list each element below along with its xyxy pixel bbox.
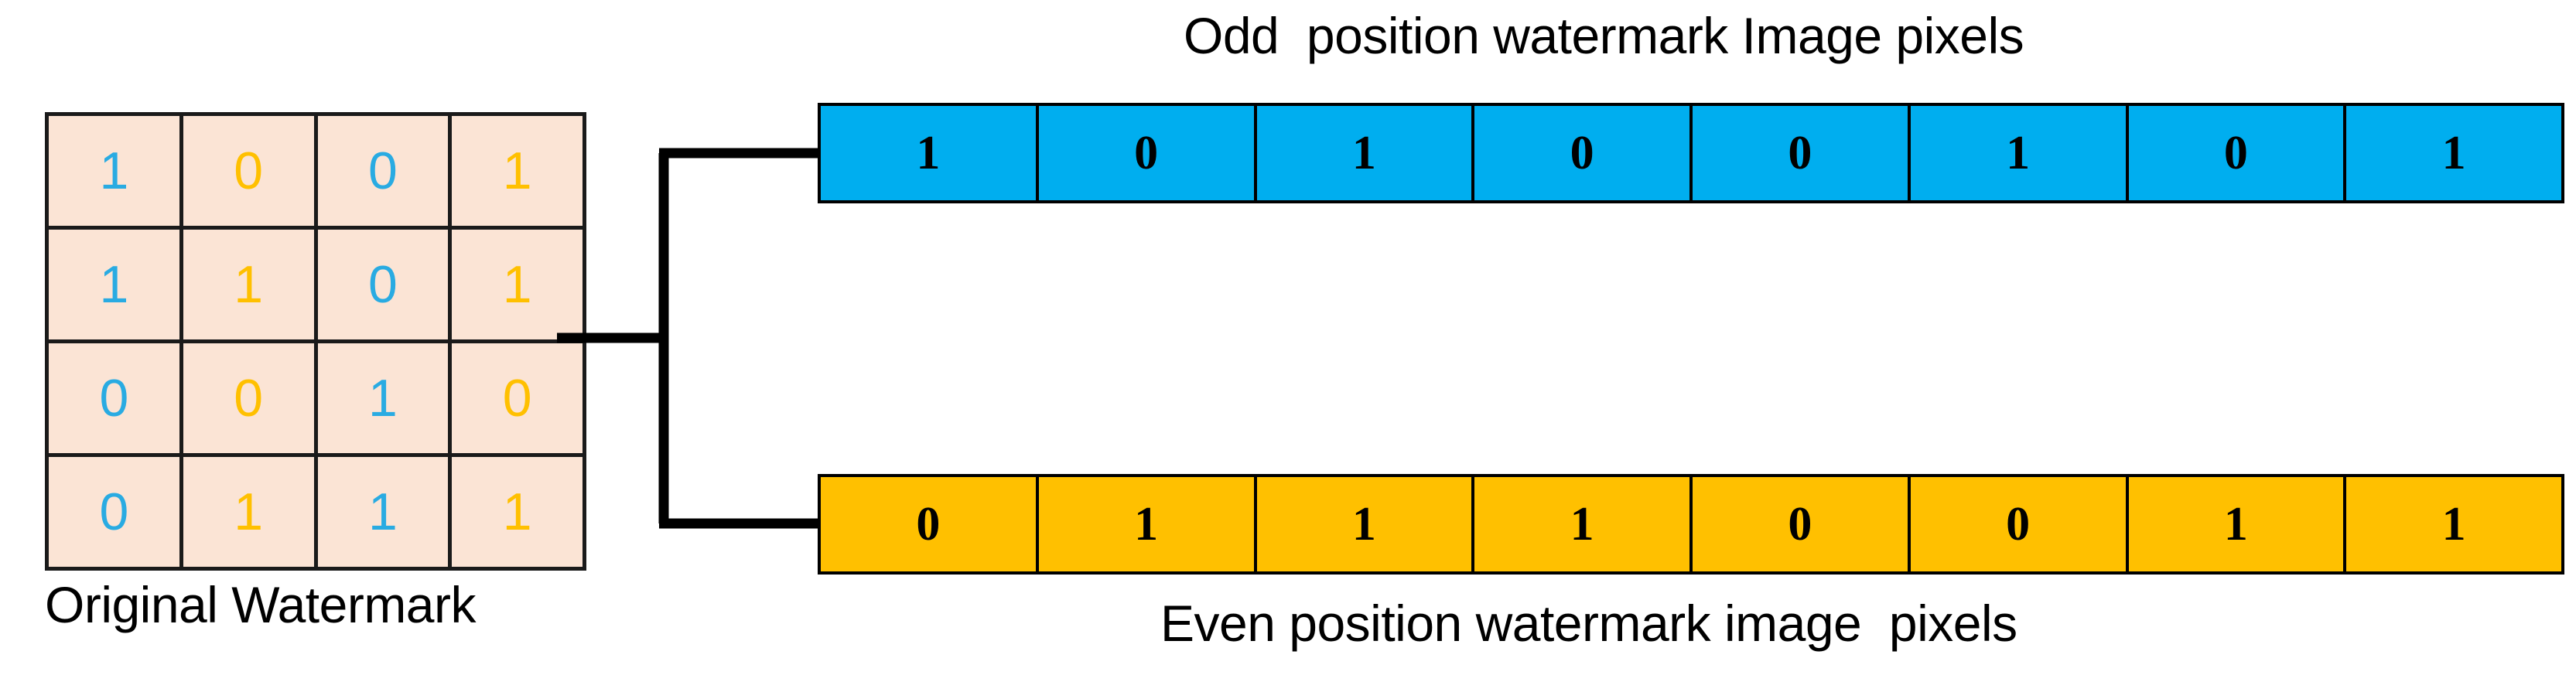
- even-pixel-cell: 1: [1257, 477, 1475, 571]
- matrix-cell: 1: [179, 453, 318, 571]
- even-position-title: Even position watermark image pixels: [1160, 595, 2017, 652]
- matrix-cell: 1: [179, 226, 318, 343]
- table-row: 1 0 0 1: [45, 112, 586, 230]
- table-row: 0 1 1 1: [45, 453, 586, 571]
- even-pixel-cell: 0: [1911, 477, 2129, 571]
- odd-pixel-cell: 1: [1911, 106, 2129, 200]
- matrix-cell: 1: [313, 453, 453, 571]
- even-pixel-cell: 1: [2129, 477, 2347, 571]
- watermark-matrix-body: 1 0 0 1 1 1 0 1 0 0 1 0 0 1 1 1: [45, 112, 586, 571]
- odd-pixel-cell: 1: [821, 106, 1039, 200]
- even-pixel-cell: 1: [1474, 477, 1693, 571]
- matrix-cell: 0: [45, 339, 183, 457]
- matrix-cell: 0: [313, 112, 453, 230]
- matrix-cell: 1: [448, 226, 586, 343]
- table-row: 1 1 0 1: [45, 226, 586, 343]
- even-pixel-cell: 0: [821, 477, 1039, 571]
- matrix-cell: 1: [313, 339, 453, 457]
- matrix-cell: 0: [179, 339, 318, 457]
- even-pixel-cell: 1: [2441, 497, 2466, 551]
- odd-position-pixel-bar: 1 0 1 0 0 1 0 1: [818, 103, 2564, 203]
- matrix-cell: 0: [45, 453, 183, 571]
- odd-pixel-cell: 0: [1474, 106, 1693, 200]
- original-watermark-label: Original Watermark: [45, 576, 477, 633]
- odd-pixel-cell: 0: [1039, 106, 1257, 200]
- matrix-cell: 0: [448, 339, 586, 457]
- even-pixel-cell: 1: [1039, 477, 1257, 571]
- matrix-cell: 1: [448, 453, 586, 571]
- matrix-cell: 1: [448, 112, 586, 230]
- odd-position-title: Odd position watermark Image pixels: [1184, 7, 2024, 64]
- watermark-matrix: 1 0 0 1 1 1 0 1 0 0 1 0 0 1 1 1: [45, 112, 586, 571]
- matrix-cell: 0: [179, 112, 318, 230]
- matrix-cell: 0: [313, 226, 453, 343]
- even-pixel-cell: 0: [1693, 477, 1911, 571]
- matrix-cell: 1: [45, 226, 183, 343]
- table-row: 0 0 1 0: [45, 339, 586, 457]
- odd-pixel-cell: 1: [2441, 126, 2466, 179]
- matrix-cell: 1: [45, 112, 183, 230]
- original-watermark-block: 1 0 0 1 1 1 0 1 0 0 1 0 0 1 1 1: [45, 112, 586, 634]
- even-position-pixel-bar: 0 1 1 1 0 0 1 1: [818, 474, 2564, 575]
- odd-pixel-cell: 1: [1257, 106, 1475, 200]
- odd-pixel-cell: 0: [2129, 106, 2347, 200]
- odd-pixel-cell: 0: [1693, 106, 1911, 200]
